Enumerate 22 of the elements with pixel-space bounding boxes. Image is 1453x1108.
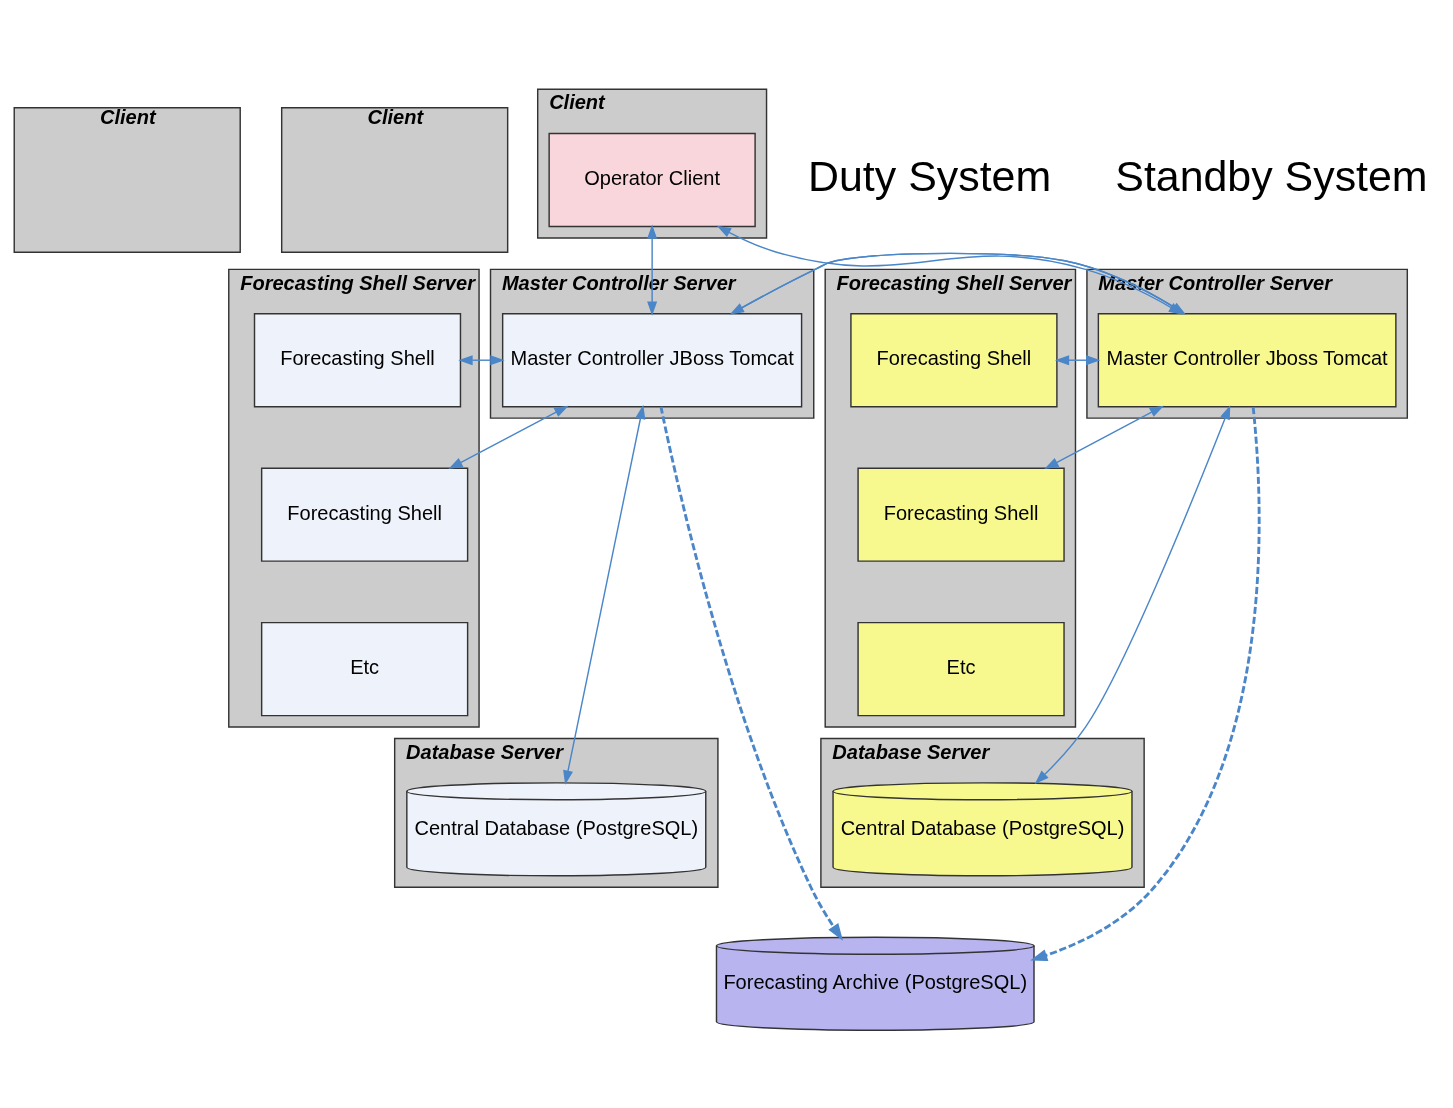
node-box: Etc [857, 621, 1065, 717]
arrow [563, 404, 646, 785]
arrow [659, 406, 843, 941]
arrow [458, 355, 505, 366]
node-box: Etc [260, 621, 469, 717]
node-box: Forecasting Shell [253, 313, 462, 408]
node-box: Forecasting Shell [850, 313, 1058, 408]
node-box: Forecasting Shell [260, 467, 469, 562]
arrow [448, 405, 569, 470]
arrow [1054, 355, 1101, 366]
node-box: Client [13, 107, 241, 253]
arrow [647, 224, 658, 316]
node-box: Master Controller Jboss Tomcat [1097, 313, 1397, 408]
arrow [1030, 406, 1261, 961]
node-box: Client [280, 107, 509, 253]
label: Duty System [808, 151, 1052, 200]
node-box: Operator Client [548, 132, 756, 228]
arrow [1034, 405, 1231, 785]
node-box: Forecasting Shell [857, 467, 1065, 562]
label: Standby System [1115, 151, 1428, 200]
arrow [1044, 405, 1164, 470]
node-box: Master Controller JBoss Tomcat [501, 313, 803, 408]
